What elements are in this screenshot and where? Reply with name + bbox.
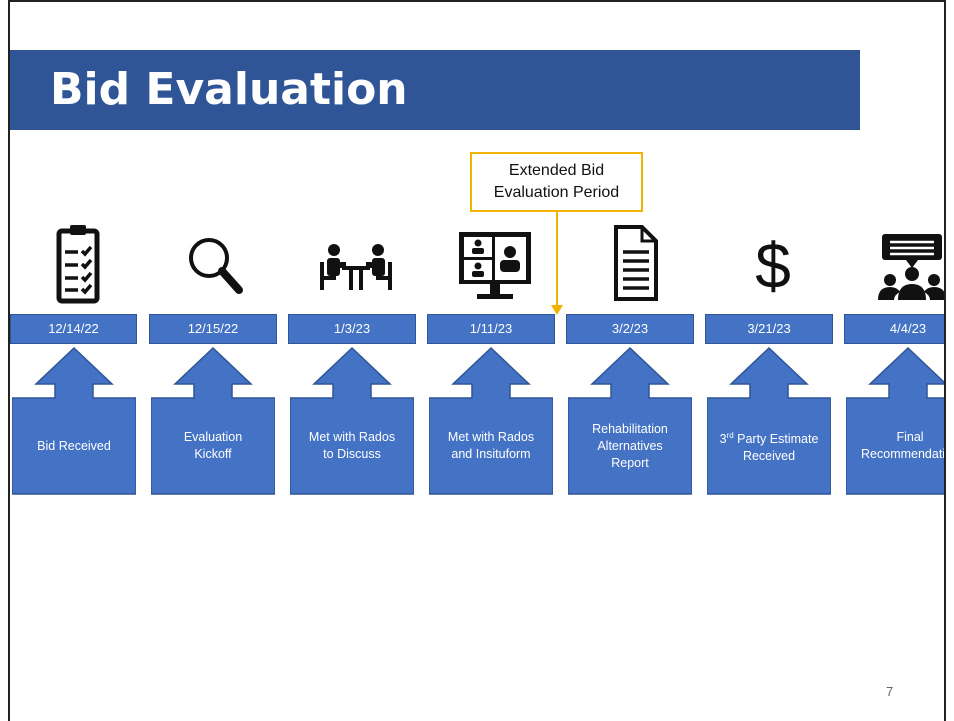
svg-text:$: $: [755, 230, 791, 302]
callout-connector: [556, 212, 558, 306]
date-box-3: 1/3/23: [288, 314, 416, 344]
milestone-label-6-suffix: rd: [726, 430, 734, 440]
milestone-arrow-3: Met with Rados to Discuss: [290, 346, 414, 496]
milestone-label-7: Final Recommendation: [861, 430, 946, 461]
callout-line-1: Extended Bid: [508, 162, 605, 179]
milestone-label-3: Met with Rados to Discuss: [308, 430, 396, 461]
milestone-arrow-4: Met with Rados and Insituform: [429, 346, 553, 496]
callout-line-2: Evaluation Period: [493, 184, 620, 201]
video-conference-icon: [445, 222, 545, 304]
milestone-label-5: Rehabilitation Alternatives Report: [592, 421, 668, 470]
date-box-7: 4/4/23: [844, 314, 944, 344]
milestone-label-6-rest: Party Estimate Received: [733, 432, 819, 464]
extended-period-callout: Extended Bid Evaluation Period: [470, 152, 643, 212]
milestone-arrow-7: Final Recommendation: [846, 346, 946, 496]
page-number: 7: [886, 684, 894, 699]
clipboard-checklist-icon: [28, 222, 128, 304]
milestone-arrow-6: 3rd Party Estimate Received: [707, 346, 831, 496]
page-title: Bid Evaluation: [50, 64, 408, 115]
milestone-label-1: Bid Received: [37, 438, 111, 453]
date-box-2: 12/15/22: [149, 314, 277, 344]
dollar-sign-icon: $: [723, 222, 823, 304]
milestone-label-2: Evaluation Kickoff: [183, 430, 243, 461]
group-discussion-icon: [862, 222, 944, 304]
magnifying-glass-icon: [167, 222, 267, 304]
date-box-6: 3/21/23: [705, 314, 833, 344]
callout-arrowhead: [551, 305, 563, 315]
slide-frame: Bid Evaluation Extended Bid Evaluation P…: [8, 0, 946, 721]
milestone-label-6: 3rd Party Estimate Received: [707, 398, 831, 494]
meeting-table-icon: [306, 222, 406, 304]
date-box-1: 12/14/22: [10, 314, 137, 344]
milestone-arrow-2: Evaluation Kickoff: [151, 346, 275, 496]
milestone-label-6-ordinal: 3: [719, 432, 727, 447]
date-box-5: 3/2/23: [566, 314, 694, 344]
title-banner: Bid Evaluation: [10, 50, 860, 130]
milestone-arrow-5: Rehabilitation Alternatives Report: [568, 346, 692, 496]
date-box-4: 1/11/23: [427, 314, 555, 344]
milestone-label-4: Met with Rados and Insituform: [447, 430, 535, 461]
document-icon: [584, 222, 684, 304]
milestone-arrow-1: Bid Received: [12, 346, 136, 496]
